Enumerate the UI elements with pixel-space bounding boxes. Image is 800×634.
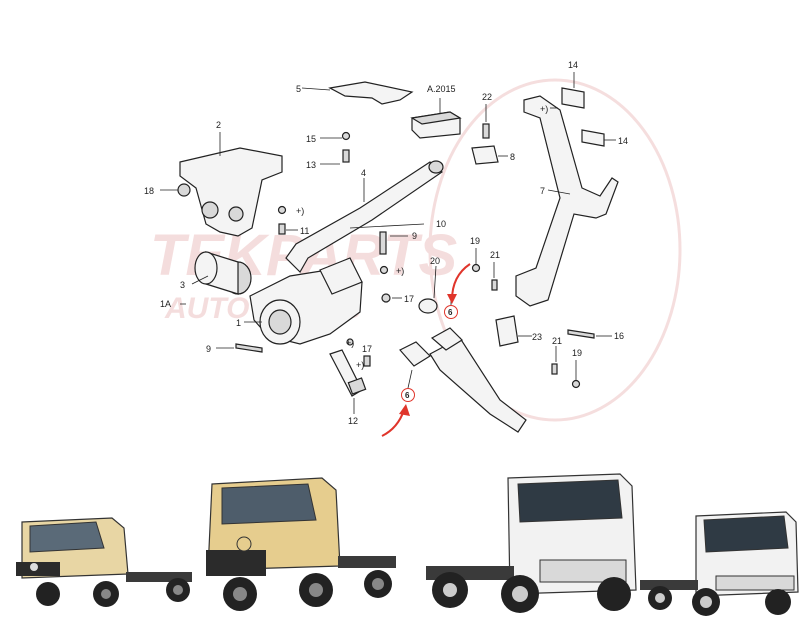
label-18: 18 <box>144 186 154 196</box>
part-3-bushing <box>191 251 252 295</box>
part-a2015-block <box>410 98 462 139</box>
label-plus-4: +) <box>356 360 364 370</box>
part-2-mounting-bracket <box>160 132 283 237</box>
label-4: 4 <box>361 168 366 178</box>
part-22-screw <box>482 104 490 139</box>
small-fasteners <box>216 107 581 389</box>
label-9-lower: 9 <box>206 344 211 354</box>
part-8-clip <box>471 145 508 165</box>
label-2: 2 <box>216 120 221 130</box>
highlight-callouts: 6 6 6 <box>401 296 458 402</box>
label-17-upper: 17 <box>404 294 414 304</box>
label-10: 10 <box>436 219 446 229</box>
label-1a: 1A <box>160 299 171 309</box>
label-1: 1 <box>236 318 241 328</box>
label-a2015: A.2015 <box>427 84 456 94</box>
part-14-clip-lower <box>581 129 605 147</box>
label-21-upper: 21 <box>490 250 500 260</box>
label-plus-5: +) <box>540 104 548 114</box>
label-19-upper: 19 <box>470 236 480 246</box>
red-arrows <box>381 263 471 437</box>
highlight-label-2: 6 <box>405 391 410 400</box>
label-plus-1: +) <box>296 206 304 216</box>
part-14-clip-upper <box>561 87 585 109</box>
part-4-shift-rod <box>285 160 444 273</box>
highlight-ring-2 <box>401 388 415 402</box>
label-plus-3: +) <box>346 338 354 348</box>
vw-logo-icon <box>30 563 38 571</box>
part-7-shift-lever-assembly <box>515 72 619 307</box>
label-7: 7 <box>540 186 545 196</box>
part-23-block <box>495 315 532 347</box>
label-14-lower: 14 <box>618 136 628 146</box>
highlight-label-1: 6 <box>448 308 453 317</box>
label-17-lower: 17 <box>362 344 372 354</box>
callout-labels: 5 A.2015 2 15 13 18 4 +) 11 10 9 +) 17 3… <box>144 60 628 426</box>
part-18-nut <box>177 183 191 197</box>
part-20-spring-clip <box>418 265 438 314</box>
truck-ford-cargo-tractor <box>426 473 637 613</box>
label-22: 22 <box>482 92 492 102</box>
label-3: 3 <box>180 280 185 290</box>
label-12: 12 <box>348 416 358 426</box>
part-1-selector-housing <box>180 257 363 345</box>
label-plus-2: +) <box>396 266 404 276</box>
highlight-ring-1 <box>444 305 458 319</box>
truck-vw-worker <box>206 477 396 611</box>
label-5: 5 <box>296 84 301 94</box>
truck-ford-cargo-light <box>640 511 799 616</box>
label-15: 15 <box>306 134 316 144</box>
label-13: 13 <box>306 160 316 170</box>
label-16: 16 <box>614 331 624 341</box>
label-23: 23 <box>532 332 542 342</box>
part-16-screw <box>567 329 612 339</box>
arrow-1-head <box>447 294 457 304</box>
label-14-upper: 14 <box>568 60 578 70</box>
part-6-shift-lever-lower <box>399 327 527 433</box>
label-20: 20 <box>430 256 440 266</box>
label-8: 8 <box>510 152 515 162</box>
truck-vw-light <box>16 517 192 607</box>
label-11: 11 <box>300 226 309 236</box>
label-21-lower: 21 <box>552 336 562 346</box>
watermark-ring <box>428 78 682 422</box>
label-9-upper: 9 <box>412 231 417 241</box>
arrow-2-head <box>399 404 410 416</box>
part-12-long-bolt <box>329 349 367 414</box>
part-5-bracket-plate <box>301 81 414 105</box>
label-19-lower: 19 <box>572 348 582 358</box>
